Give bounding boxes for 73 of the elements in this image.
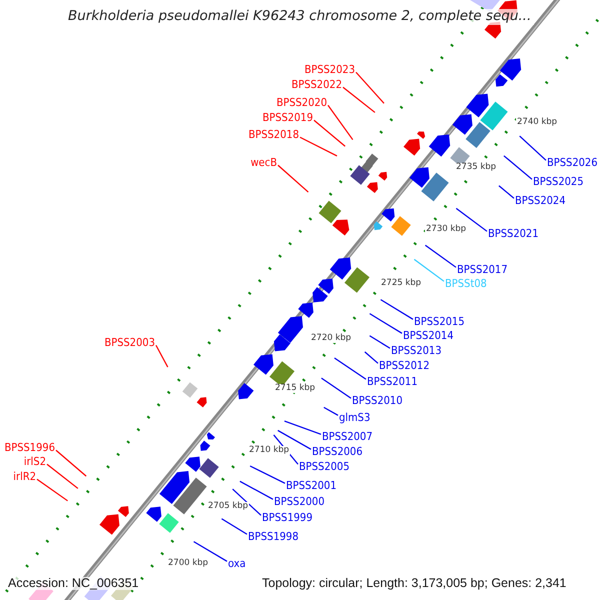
title: Burkholderia pseudomallei K96243 chromosome 2, complete sequ...	[65, 9, 534, 24]
leader-line	[278, 430, 312, 450]
gene-label: BPSS2019	[262, 112, 313, 123]
leader-line	[240, 480, 274, 500]
leader-line	[314, 120, 346, 147]
leader-line	[324, 406, 338, 416]
leader-line	[414, 258, 444, 282]
gene-label: BPSS2015	[414, 316, 465, 327]
scale-label: 2705 kbp	[207, 502, 250, 510]
leader-line	[369, 313, 402, 334]
gene-label: BPSS2024	[515, 195, 566, 206]
gene-label: BPSS2001	[286, 480, 337, 491]
leader-line	[504, 155, 532, 180]
scale-label: 2700 kbp	[167, 559, 210, 568]
leader-line	[232, 488, 262, 516]
leader-line	[221, 518, 248, 535]
accession-text: Accession: NC_006351	[8, 577, 139, 590]
gene-label: BPSS2003	[104, 337, 155, 348]
genome-info-text: Topology: circular; Length: 3,173,005 bp; Genes: 2,341	[262, 577, 566, 590]
gene-label: BPSS1996	[4, 442, 55, 453]
leader-line	[328, 104, 354, 140]
gene-label: BPSS2017	[457, 264, 508, 275]
leader-line	[278, 164, 309, 192]
gene-label: BPSS2011	[367, 376, 418, 387]
scale-label: 2730 kbp	[425, 225, 468, 234]
leader-line	[342, 86, 376, 113]
gene-label: BPSS2021	[488, 228, 539, 239]
leader-line	[369, 335, 390, 349]
gene-label: BPSS2010	[352, 395, 403, 406]
scale-label: 2725 kbp	[380, 279, 422, 288]
gene-label: BPSS2023	[304, 64, 355, 75]
gene-label: wecB	[250, 157, 277, 168]
gene-label: BPSS2012	[379, 360, 430, 371]
gene-label: BPSS2020	[276, 97, 327, 108]
scale-label: 2740 kbp	[516, 118, 558, 126]
gene-label: BPSS2014	[403, 330, 454, 341]
leader-line	[193, 541, 228, 562]
leader-line	[36, 478, 68, 502]
gene-label: BPSS2000	[274, 496, 325, 507]
gene-label: glmS3	[339, 412, 370, 423]
leader-line	[356, 72, 384, 104]
leader-line	[155, 344, 168, 368]
gene-label: BPSS2006	[312, 446, 363, 457]
leader-line	[498, 185, 514, 199]
leader-line	[250, 465, 286, 484]
gene-label: BPSS1998	[248, 531, 299, 542]
leader-line	[364, 351, 378, 364]
leader-line	[284, 420, 322, 435]
gene-label: BPSS2007	[322, 431, 373, 442]
scale-label: 2710 kbp	[248, 446, 290, 454]
scale-label: 2735 kbp	[455, 163, 498, 172]
leader-line	[380, 299, 414, 320]
leader-line	[300, 136, 338, 156]
leader-line	[456, 208, 488, 232]
scale-label: 2715 kbp	[274, 384, 316, 392]
gene-label: BPSS1999	[262, 512, 313, 523]
scale-label: 2720 kbp	[310, 334, 352, 342]
leader-line	[56, 450, 87, 477]
gene-label: BPSS2026	[547, 157, 598, 168]
leader-line	[519, 136, 546, 161]
gene-label: BPSS2013	[391, 345, 442, 356]
gene-label: BPSS2005	[299, 461, 350, 472]
leader-line	[321, 378, 352, 399]
gene-label: BPSSt08	[445, 278, 487, 289]
gene-label: irlR2	[13, 471, 36, 482]
leader-line	[334, 358, 366, 380]
gene-label: irlS2	[24, 456, 46, 467]
leader-line	[424, 244, 456, 268]
leader-line	[46, 464, 78, 489]
gene-label: BPSS2025	[533, 176, 584, 187]
gene-label: BPSS2022	[291, 79, 342, 90]
gene-label: oxa	[228, 558, 246, 569]
gene-label: BPSS2018	[248, 129, 299, 140]
